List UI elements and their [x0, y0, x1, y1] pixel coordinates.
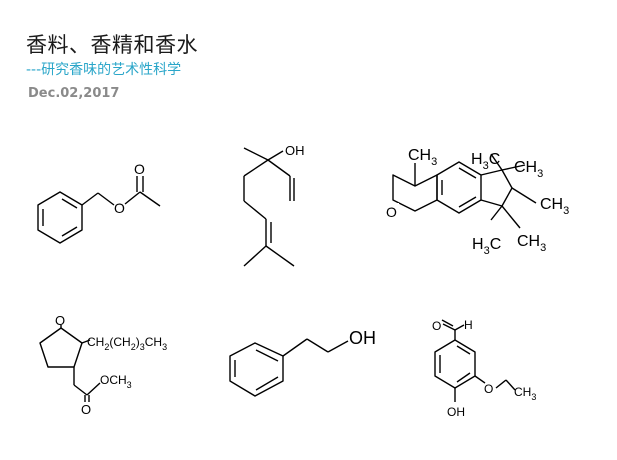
atom-oh: OH: [447, 405, 465, 419]
label-och3: OCH3: [100, 373, 132, 390]
page-title: 香料、香精和香水: [26, 33, 198, 57]
molecule-ethyl-vanillin: O H O CH3 OH: [432, 318, 536, 419]
atom-o-carbonyl: O: [134, 161, 145, 177]
label-pentyl-chain: CH2(CH2)3CH3: [87, 335, 167, 352]
label-ch3: CH3: [514, 385, 536, 402]
molecule-phenylethyl-alcohol: OH: [229, 328, 376, 397]
atom-oh: OH: [349, 328, 376, 348]
label-ch3-bottom-right: CH3: [517, 233, 546, 254]
page-subtitle: ---研究香味的艺术性科学: [26, 62, 182, 78]
atom-o-ester: O: [81, 402, 91, 417]
atom-o: O: [386, 204, 397, 220]
molecule-methyl-dihydrojasmonate: O CH2(CH2)3CH3 OCH3 O: [39, 313, 167, 417]
atom-o-ketone: O: [55, 313, 65, 328]
post-date: Dec.02,2017: [28, 86, 120, 101]
label-ch3-right: CH3: [540, 196, 569, 217]
label-ch3-top-right: CH3: [514, 159, 543, 180]
atom-h-aldehyde: H: [464, 318, 473, 332]
molecule-linalool: OH: [243, 143, 305, 267]
atom-o-aldehyde: O: [432, 319, 441, 333]
atom-oh: OH: [285, 143, 305, 158]
molecule-galaxolide: O CH3 H3C CH3 CH3 H3C CH3: [385, 147, 569, 257]
atom-o-ether: O: [484, 382, 493, 396]
label-ch3-top: CH3: [408, 147, 437, 168]
atom-o-ester: O: [114, 200, 125, 216]
label-h3c-b: H3C: [472, 236, 501, 257]
molecule-benzyl-acetate: O O: [37, 161, 161, 244]
label-h3c-a: H3C: [471, 151, 500, 172]
